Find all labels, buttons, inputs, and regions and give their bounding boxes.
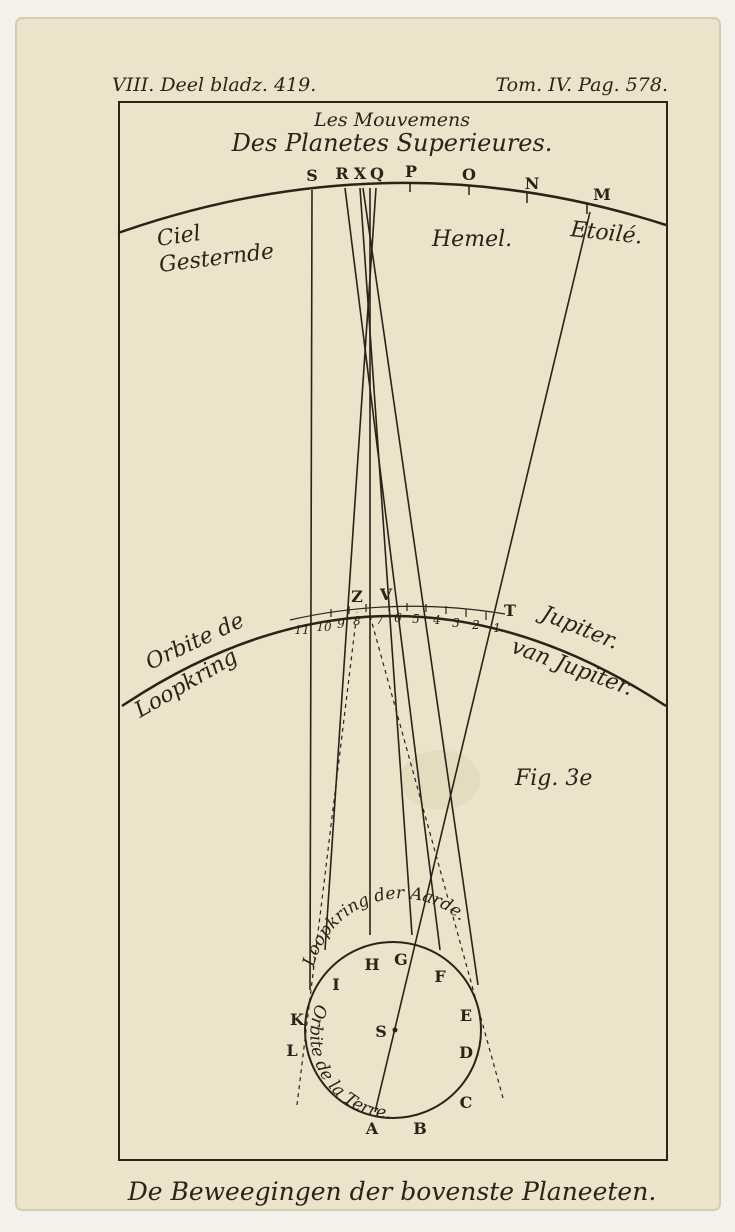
- sky-label-ciel: Ciel: [155, 221, 202, 252]
- sky-point-x: X: [354, 164, 367, 183]
- sun-label: S: [375, 1022, 387, 1041]
- plate-frame: [118, 101, 668, 1161]
- jupiter-point-t: T: [504, 601, 516, 620]
- sight-line-i-r: [324, 187, 377, 951]
- sight-lines: [309, 187, 591, 1113]
- title-line-2: Des Planetes Superieures.: [231, 129, 553, 157]
- header-left: VIII. Deel bladz. 419.: [112, 74, 316, 96]
- jupiter-num-9: 9: [337, 617, 345, 631]
- earth-point-a: A: [365, 1119, 379, 1138]
- jupiter-num-4: 4: [432, 613, 441, 627]
- earth-point-e: E: [460, 1006, 472, 1025]
- jupiter-orbit-inner: [289, 605, 506, 621]
- earth-point-g: G: [394, 950, 408, 969]
- jupiter-num-7: 7: [376, 613, 384, 627]
- sky-point-o: O: [462, 165, 476, 184]
- paper-stain: [400, 750, 480, 810]
- sun-dot: [392, 1027, 398, 1033]
- earth-point-f: F: [434, 967, 446, 986]
- sky-point-r: R: [335, 164, 349, 183]
- jupiter-num-11: 11: [294, 623, 309, 637]
- earth-point-b: B: [413, 1119, 427, 1138]
- jupiter-point-z: Z: [351, 587, 363, 606]
- title-line-1: Les Mouvemens: [313, 109, 470, 131]
- jupiter-num-2: 2: [471, 618, 480, 632]
- sight-line-a-m: [374, 211, 591, 1113]
- earth-point-k: K: [290, 1010, 305, 1029]
- sight-line-e-p: [362, 187, 479, 986]
- sky-point-n: N: [525, 174, 540, 193]
- sight-line-g-x: [359, 187, 413, 936]
- dotted-lines: [296, 611, 504, 1106]
- sky-label-hemel: Hemel.: [431, 227, 512, 252]
- earth-point-l: L: [286, 1041, 297, 1060]
- earth-point-c: C: [460, 1093, 473, 1112]
- paper-background: [15, 17, 721, 1211]
- earth-point-d: D: [459, 1043, 473, 1062]
- jupiter-num-5: 5: [412, 612, 420, 626]
- earth-point-h: H: [364, 955, 379, 974]
- jupiter-point-v: V: [379, 585, 393, 604]
- sky-point-m: M: [593, 185, 611, 204]
- jupiter-num-1: 1: [493, 621, 501, 635]
- jupiter-orbit-arc: [121, 614, 667, 708]
- earth-point-i: I: [332, 975, 339, 994]
- sky-arc: [117, 181, 667, 235]
- jupiter-numbers: 11 10 9 8 7 6 5 4 3 2 1: [294, 611, 500, 637]
- sky-ticks: [409, 183, 588, 214]
- jupiter-num-10: 10: [316, 620, 332, 634]
- sky-point-s: S: [306, 166, 318, 185]
- jupiter-num-3: 3: [452, 616, 460, 630]
- plate-caption: De Beweegingen der bovenste Planeeten.: [127, 1177, 657, 1206]
- sky-point-p: P: [405, 162, 417, 181]
- jupiter-num-8: 8: [353, 614, 361, 628]
- sight-line-f-r2: [344, 187, 441, 951]
- figure-label: Fig. 3e: [514, 766, 592, 791]
- header-right: Tom. IV. Pag. 578.: [495, 74, 668, 96]
- sight-line-k-s: [309, 189, 313, 991]
- earth-orbit-circle: [304, 941, 482, 1119]
- sky-point-q: Q: [370, 164, 384, 183]
